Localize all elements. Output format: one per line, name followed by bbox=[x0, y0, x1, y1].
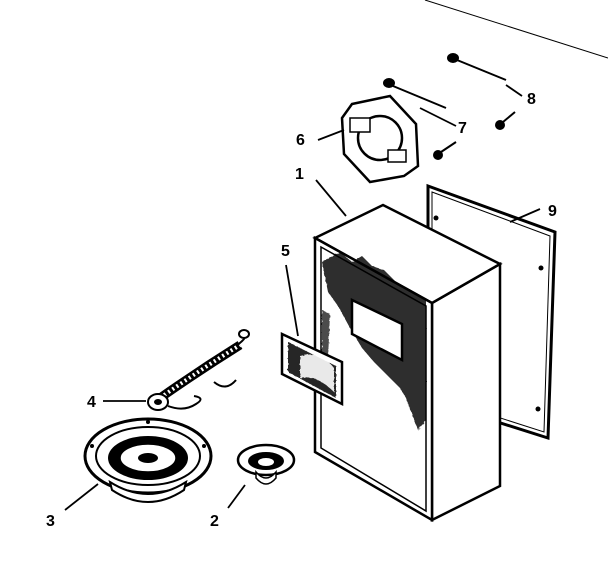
callout-8: 8 bbox=[527, 91, 536, 108]
callout-5: 5 bbox=[281, 243, 290, 260]
callout-3: 3 bbox=[46, 513, 55, 530]
wiring-harness-part bbox=[147, 329, 250, 411]
leader-lines bbox=[64, 84, 541, 511]
callout-9: 9 bbox=[548, 203, 557, 220]
woofer-part bbox=[83, 417, 213, 503]
callout-1: 1 bbox=[295, 166, 304, 183]
screw-part-8 bbox=[447, 53, 516, 130]
callout-6: 6 bbox=[296, 132, 305, 149]
scan-edge-line bbox=[424, 0, 608, 59]
callout-labels: 1 2 3 4 5 6 7 8 9 bbox=[46, 91, 557, 530]
port-tube-part bbox=[280, 332, 344, 407]
mounting-plate-part bbox=[340, 94, 420, 184]
screw-part-7 bbox=[383, 78, 457, 160]
callout-2: 2 bbox=[210, 513, 219, 530]
callout-4: 4 bbox=[87, 394, 96, 411]
tweeter-part bbox=[236, 443, 296, 485]
callout-7: 7 bbox=[458, 120, 467, 137]
cabinet-part bbox=[312, 203, 503, 523]
